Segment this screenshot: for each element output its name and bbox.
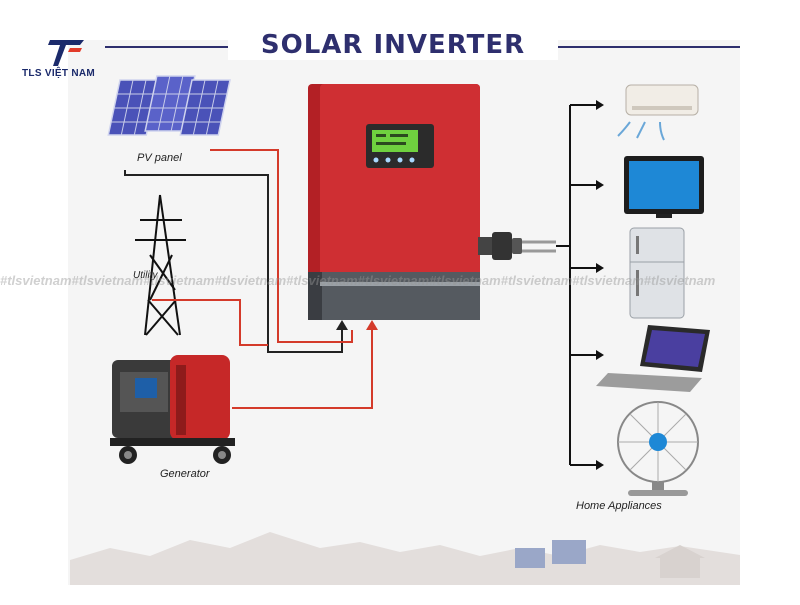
utility-label: Utility [133,270,158,281]
landscape-silhouette [70,532,740,585]
air-conditioner-icon [617,84,699,141]
dc-input-arrow [336,320,348,330]
power-plug-icon [478,232,556,260]
generator-to-inverter-line [232,330,373,409]
laptop-icon [596,325,710,392]
refrigerator-icon [629,227,685,319]
logo-text: TLS VIỆT NAM [22,68,96,79]
utility-to-inverter-line [152,299,268,346]
pv-panel-label: PV panel [137,152,182,164]
home-appliances-label: Home Appliances [576,500,662,512]
inverter-unit [308,84,480,320]
generator-label: Generator [160,468,210,480]
pv-panel-icon [107,75,231,136]
diagram-title: SOLAR INVERTER [228,30,558,60]
background-house [655,545,705,578]
ac-input-arrow [366,320,378,330]
generator-icon [110,355,235,464]
electric-fan-icon [617,401,699,496]
pv-to-inverter-lines [124,149,353,353]
inverter-lcd-panel [366,124,434,168]
watermark-text: #tlsvietnam#tlsvietnam#tlsvietnam#tlsvie… [0,273,716,288]
output-bus [556,104,596,466]
output-arrows [596,100,604,470]
television-icon [624,156,704,218]
utility-tower-icon [135,194,186,336]
background-solar-panels [515,540,586,568]
tls-logo-icon [48,40,84,66]
